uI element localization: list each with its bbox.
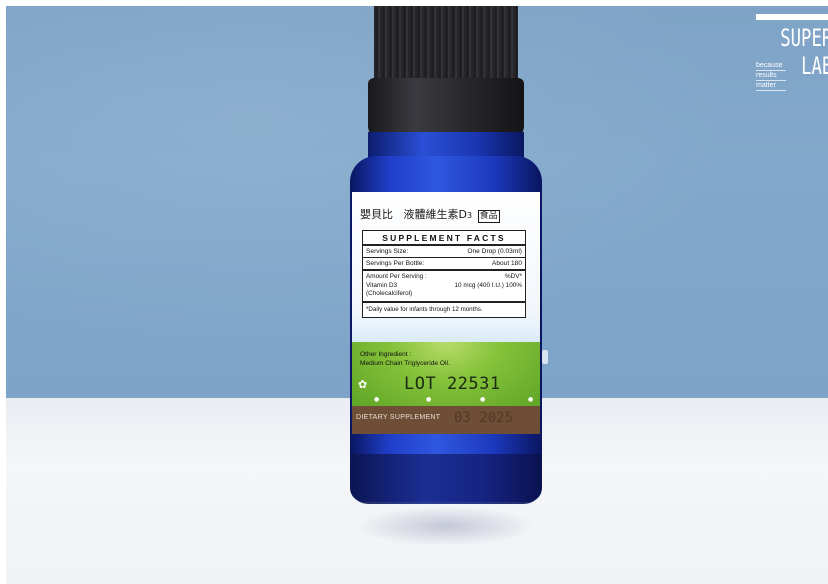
servings-per-bottle-label: Servings Per Bottle:: [366, 260, 425, 267]
date-stamp: 03 2025: [454, 410, 514, 426]
nutrient-amount: 10 mcg (400 I.U.) 100%: [454, 281, 523, 289]
dropper-cap: [374, 6, 518, 84]
other-ingredient-label: Other Ingredient :: [360, 351, 412, 358]
other-ingredient-value: Medium Chain Triglyceride Oil.: [360, 360, 450, 367]
nutrient-note: (Cholecalciferol): [366, 290, 413, 297]
cn-brand-text: 嬰貝比: [360, 208, 393, 221]
logo-tagline: because results matter: [756, 61, 786, 91]
glass-highlight: [542, 350, 548, 364]
servings-per-bottle-value: About 180: [491, 260, 522, 267]
logo-tagline-2: results: [756, 71, 786, 81]
cap-ring: [368, 78, 524, 140]
cn-product-text: 液體維生素D: [403, 208, 467, 221]
servings-per-bottle-row: Servings Per Bottle: About 180: [363, 258, 525, 271]
dot-icon: ●: [480, 396, 486, 403]
serving-size-label: Servings Size:: [366, 248, 409, 255]
dv-header: %DV*: [504, 273, 522, 280]
superlab-logo: SUPER LAB because results matter: [756, 14, 828, 94]
other-ingredient: Other Ingredient : Medium Chain Triglyce…: [360, 350, 450, 368]
photo-frame: SUPER LAB because results matter 嬰貝比 液體維…: [6, 6, 828, 584]
serving-size-row: Servings Size: One Drop (0.03ml): [363, 246, 525, 258]
dot-icon: ●: [426, 396, 432, 403]
logo-tagline-1: because: [756, 61, 786, 71]
logo-bar: [756, 14, 828, 20]
logo-lab-text: LAB: [800, 52, 828, 80]
cn-subscript-text: 3: [466, 211, 473, 220]
serving-size-value: One Drop (0.03ml): [467, 248, 522, 255]
dot-icon: ●: [374, 396, 380, 403]
label-green-hill: [352, 342, 540, 408]
nutrient-block: Amount Per Serving : %DV* Vitamin D3 10 …: [363, 271, 525, 303]
dietary-supplement-text: DIETARY SUPPLEMENT: [356, 414, 441, 421]
bottle-base: [350, 454, 542, 504]
bottle-reflection: [356, 506, 536, 546]
daily-value-note: *Daily value for infants through 12 mont…: [366, 305, 483, 313]
amount-per-serving-label: Amount Per Serving :: [366, 273, 427, 280]
supplement-facts-panel: SUPPLEMENT FACTS Servings Size: One Drop…: [362, 230, 526, 318]
logo-tagline-3: matter: [756, 81, 786, 91]
flower-icon: ✿: [358, 378, 368, 391]
chinese-product-title: 嬰貝比 液體維生素D3 食品: [360, 206, 500, 223]
facts-title: SUPPLEMENT FACTS: [363, 231, 525, 246]
logo-super-text: SUPER: [779, 24, 828, 52]
dot-icon: ●: [528, 396, 534, 403]
label-brown-band: [352, 406, 540, 434]
lot-number: LOT 22531: [404, 374, 501, 394]
product-label: 嬰貝比 液體維生素D3 食品 SUPPLEMENT FACTS Servings…: [352, 192, 540, 434]
nutrient-name: Vitamin D3: [366, 281, 398, 289]
food-badge: 食品: [477, 210, 500, 223]
